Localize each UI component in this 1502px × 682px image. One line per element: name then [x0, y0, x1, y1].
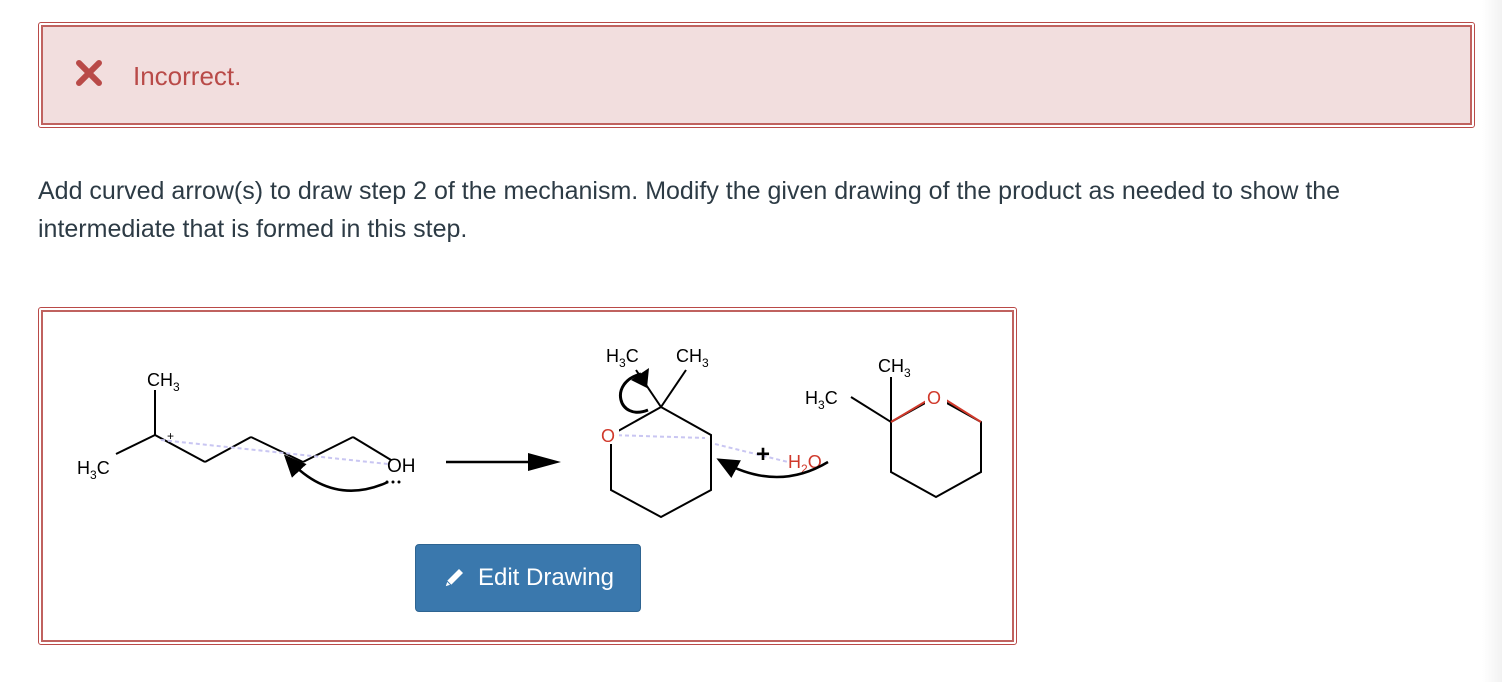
carbocation-charge: +	[167, 429, 174, 443]
edit-drawing-button[interactable]: Edit Drawing	[415, 544, 641, 612]
incorrect-alert-body: Incorrect.	[41, 25, 1472, 125]
curved-arrow-3	[716, 458, 829, 479]
product-oxygen: O	[927, 388, 941, 408]
curved-arrow-1	[283, 454, 389, 492]
incorrect-alert: Incorrect.	[38, 22, 1475, 128]
product-ch3: CH3	[878, 356, 911, 380]
intermediate-h3c: H3C	[606, 346, 639, 370]
alert-message: Incorrect.	[133, 61, 242, 91]
reactant-ch3-top: CH3	[147, 370, 180, 394]
mechanism-drawing: CH3 H3C + OH	[77, 346, 982, 519]
drawing-panel-body: CH3 H3C + OH	[41, 310, 1014, 642]
reactant-structure: CH3 H3C + OH	[77, 370, 416, 492]
product-structure: O CH3 H3C	[805, 356, 982, 499]
reactant-h3c: H3C	[77, 458, 110, 482]
edit-drawing-label: Edit Drawing	[477, 564, 615, 591]
curved-arrow-2	[618, 372, 649, 414]
question-prompt: Add curved arrow(s) to draw step 2 of th…	[38, 177, 1341, 243]
intermediate-structure: O H3C CH3 + H2O	[599, 346, 829, 519]
page-edge-shadow	[1482, 0, 1502, 682]
reactant-hydroxyl: OH	[387, 456, 416, 477]
intermediate-ch3: CH3	[676, 346, 709, 370]
x-mark-icon	[76, 60, 102, 86]
product-h3c: H3C	[805, 388, 838, 412]
pencil-icon	[444, 569, 463, 588]
reaction-arrow	[446, 453, 561, 471]
drawing-panel: CH3 H3C + OH	[38, 307, 1017, 645]
intermediate-plus: +	[756, 441, 770, 468]
intermediate-oxygen: O	[601, 426, 615, 446]
